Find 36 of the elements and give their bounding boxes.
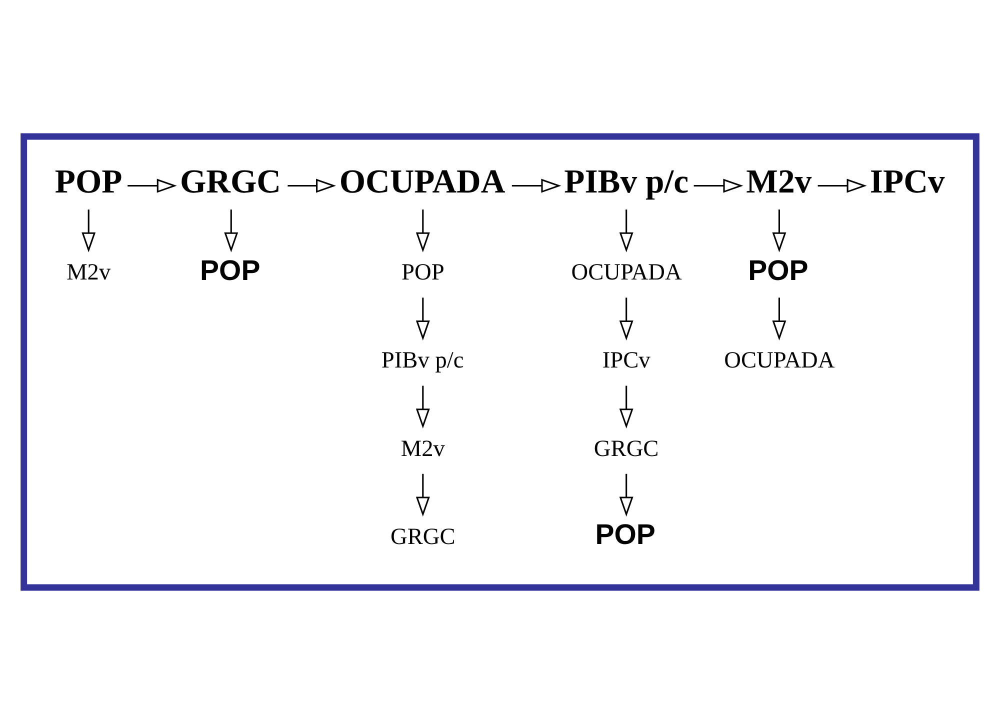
arrow bbox=[512, 178, 562, 192]
node-text: OCUPADA bbox=[339, 163, 506, 200]
node-text: PIBv p/c bbox=[564, 163, 689, 200]
node-text: PIBv p/c bbox=[381, 347, 464, 374]
arrow bbox=[818, 178, 867, 192]
arrow bbox=[82, 209, 96, 252]
arrow bbox=[772, 297, 786, 340]
arrow bbox=[619, 209, 634, 252]
node-text: GRGC bbox=[390, 523, 456, 550]
arrow bbox=[128, 178, 177, 192]
arrow bbox=[416, 385, 430, 428]
arrow bbox=[416, 297, 430, 340]
arrow bbox=[619, 473, 634, 516]
node-text: GRGC bbox=[594, 435, 659, 462]
node-text: IPCv bbox=[602, 347, 650, 374]
arrow bbox=[416, 473, 430, 516]
node-text: OCUPADA bbox=[571, 259, 682, 286]
node-text: POP bbox=[595, 518, 656, 551]
arrow bbox=[288, 178, 336, 192]
node-text: IPCv bbox=[870, 163, 945, 200]
arrow bbox=[772, 209, 786, 252]
arrow bbox=[619, 297, 634, 340]
cluster bbox=[20, 132, 980, 590]
node-text: M2v bbox=[400, 435, 445, 462]
arrow bbox=[224, 209, 238, 252]
node-text: POP bbox=[200, 254, 260, 286]
node-text: POP bbox=[748, 254, 808, 286]
arrow bbox=[619, 385, 634, 428]
node-text: M2v bbox=[746, 163, 812, 200]
node-text: GRGC bbox=[180, 163, 281, 200]
node-text: POP bbox=[402, 259, 444, 286]
arrow bbox=[416, 209, 430, 252]
node-text: POP bbox=[54, 163, 122, 200]
node-text: OCUPADA bbox=[724, 347, 835, 374]
arrow bbox=[694, 178, 744, 192]
node-text: M2v bbox=[66, 259, 111, 286]
